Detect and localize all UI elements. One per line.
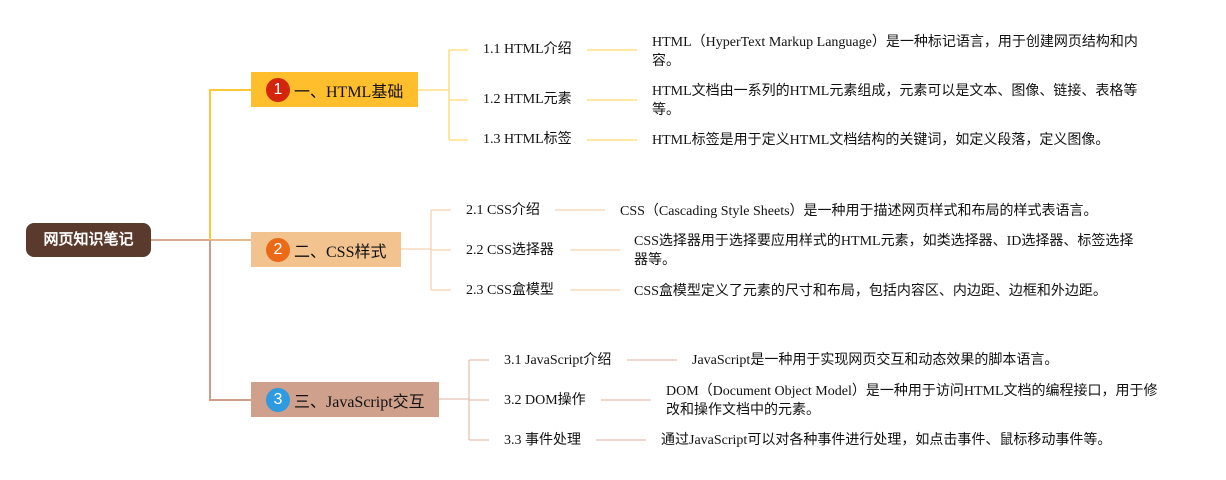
desc-event-handling: 通过JavaScript可以对各种事件进行处理，如点击事件、鼠标移动事件等。 [661, 433, 1112, 448]
topic-js-intro[interactable]: 3.1 JavaScript介绍 [504, 353, 612, 368]
topic-css-intro[interactable]: 2.1 CSS介绍 [466, 203, 540, 218]
topic-css-selectors[interactable]: 2.2 CSS选择器 [466, 243, 554, 258]
desc-js-intro: JavaScript是一种用于实现网页交互和动态效果的脚本语言。 [692, 353, 1059, 368]
number-badge-2: 2 [266, 237, 290, 262]
desc-html-elements: HTML文档由一系列的HTML元素组成，元素可以是文本、图像、链接、表格等等。 [652, 84, 1138, 118]
topic-html-intro[interactable]: 1.1 HTML介绍 [483, 42, 572, 57]
branch-node-css[interactable]: 2 二、CSS样式 [251, 232, 401, 267]
topic-html-elements[interactable]: 1.2 HTML元素 [483, 92, 572, 107]
desc-html-tags: HTML标签是用于定义HTML文档结构的关键词，如定义段落，定义图像。 [652, 133, 1110, 148]
branch-node-html[interactable]: 1 一、HTML基础 [251, 72, 418, 107]
trunk-to-branch-1 [209, 89, 252, 240]
topic-css-box-model[interactable]: 2.3 CSS盒模型 [466, 283, 554, 298]
desc-css-box-model: CSS盒模型定义了元素的尺寸和布局，包括内容区、内边距、边框和外边距。 [634, 284, 1107, 299]
desc-css-selectors: CSS选择器用于选择要应用样式的HTML元素，如类选择器、ID选择器、标签选择器… [634, 234, 1134, 268]
branch-label: 二、CSS样式 [294, 243, 387, 261]
number-badge-3: 3 [266, 387, 290, 412]
root-node[interactable]: 网页知识笔记 [26, 223, 151, 257]
trunk-to-branch-3 [209, 240, 252, 401]
desc-css-intro: CSS（Cascading Style Sheets）是一种用于描述网页样式和布… [620, 204, 1098, 219]
topic-html-tags[interactable]: 1.3 HTML标签 [483, 132, 572, 147]
branch-node-javascript[interactable]: 3 三、JavaScript交互 [251, 382, 439, 417]
branch-label: 三、JavaScript交互 [294, 393, 425, 411]
topic-dom-operations[interactable]: 3.2 DOM操作 [504, 393, 586, 408]
branch-label: 一、HTML基础 [294, 83, 404, 101]
desc-html-intro: HTML（HyperText Markup Language）是一种标记语言，用… [652, 35, 1138, 69]
topic-event-handling[interactable]: 3.3 事件处理 [504, 433, 581, 448]
number-badge-1: 1 [266, 77, 290, 102]
desc-dom-operations: DOM（Document Object Model）是一种用于访问HTML文档的… [666, 384, 1158, 418]
